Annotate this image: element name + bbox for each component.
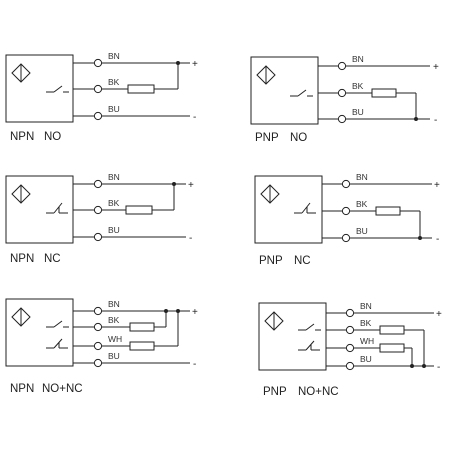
- nc-switch-icon: [46, 202, 68, 214]
- circuit-type-label: PNP: [263, 386, 287, 398]
- circuit-npn-no-nc: BN BK WH BU + -: [5, 298, 198, 395]
- sensor-body: [250, 56, 319, 125]
- wire-black: BK: [73, 182, 176, 215]
- wire-black: BK: [322, 199, 422, 240]
- wire-label-bn: BN: [360, 301, 372, 311]
- wire-label-bk: BK: [108, 315, 120, 325]
- sensor-symbol-icon: [11, 184, 31, 204]
- sensor-body: [5, 175, 74, 244]
- sensor-body: [254, 175, 323, 244]
- wire-label-wh: WH: [108, 334, 122, 344]
- wire-blue: BU: [322, 226, 432, 243]
- wire-black: BK: [318, 81, 418, 121]
- wire-brown: BN: [73, 172, 186, 189]
- wire-label-bk: BK: [108, 198, 120, 208]
- sensor-symbol-icon: [260, 184, 280, 204]
- nc-switch-icon: [46, 338, 68, 349]
- circuit-mode-label: NO: [44, 131, 61, 143]
- wire-label-bu: BU: [108, 225, 120, 235]
- wire-black: BK: [326, 318, 426, 368]
- wire-brown: BN: [73, 51, 190, 68]
- wire-brown: BN: [318, 54, 430, 71]
- no-switch-icon: [46, 85, 69, 93]
- wire-brown: BN: [73, 299, 190, 316]
- wire-label-bn: BN: [108, 51, 120, 61]
- sensor-body: [5, 54, 74, 123]
- negative-sign: -: [193, 112, 196, 123]
- wire-black: BK: [73, 61, 180, 94]
- load-resistor: [129, 322, 155, 332]
- circuit-type-label: NPN: [10, 131, 34, 143]
- circuit-pnp-no: BN BK BU + - PNP NO: [250, 54, 439, 144]
- load-resistor: [371, 88, 397, 98]
- wire-white: WH: [73, 309, 180, 351]
- positive-sign: +: [433, 62, 439, 73]
- circuit-pnp-no-nc: BN BK WH BU + -: [258, 301, 442, 398]
- circuit-type-label: NPN: [10, 253, 34, 265]
- wire-label-bk: BK: [356, 199, 368, 209]
- sensor-symbol-icon: [11, 63, 31, 83]
- no-switch-icon: [46, 320, 69, 328]
- wire-brown: BN: [322, 172, 432, 189]
- circuit-mode-label: NC: [294, 255, 311, 267]
- load-resistor: [375, 206, 401, 216]
- wire-label-bn: BN: [356, 172, 368, 182]
- circuit-mode-label: NO: [290, 132, 307, 144]
- load-resistor: [125, 205, 153, 215]
- load-resistor: [129, 341, 155, 351]
- wire-label-bu: BU: [360, 354, 372, 364]
- wire-label-bn: BN: [108, 299, 120, 309]
- wire-blue: BU: [73, 225, 186, 242]
- negative-sign: -: [437, 362, 440, 373]
- wire-white: WH: [326, 336, 414, 368]
- positive-sign: +: [188, 180, 194, 191]
- wire-label-bu: BU: [356, 226, 368, 236]
- wire-blue: BU: [73, 351, 190, 368]
- circuit-pnp-nc: BN BK BU + - PNP NC: [254, 172, 440, 267]
- circuit-type-label: PNP: [259, 255, 283, 267]
- wire-label-bn: BN: [352, 54, 364, 64]
- circuit-mode-label: NC: [44, 253, 61, 265]
- sensor-body: [258, 302, 327, 371]
- wire-label-bk: BK: [360, 318, 372, 328]
- circuit-mode-label: NO+NC: [298, 386, 339, 398]
- circuit-type-label: PNP: [255, 132, 279, 144]
- wire-blue: BU: [326, 354, 434, 371]
- wire-label-bu: BU: [352, 107, 364, 117]
- wire-label-bk: BK: [352, 81, 364, 91]
- negative-sign: -: [189, 233, 192, 244]
- circuit-npn-no: BN BK BU + - NPN NO: [5, 51, 198, 143]
- circuit-mode-label: NO+NC: [42, 383, 83, 395]
- wire-label-bn: BN: [108, 172, 120, 182]
- sensor-symbol-icon: [264, 311, 284, 331]
- load-resistor: [379, 325, 405, 335]
- wire-label-bk: BK: [108, 77, 120, 87]
- load-resistor: [379, 343, 405, 353]
- negative-sign: -: [193, 359, 196, 370]
- sensor-body: [5, 298, 74, 367]
- positive-sign: +: [192, 59, 198, 70]
- no-switch-icon: [290, 89, 313, 97]
- wire-label-bu: BU: [108, 104, 120, 114]
- positive-sign: +: [436, 309, 442, 320]
- load-resistor: [127, 84, 155, 94]
- circuit-type-label: NPN: [10, 383, 34, 395]
- wire-blue: BU: [73, 104, 190, 121]
- negative-sign: -: [434, 115, 437, 126]
- wire-label-bu: BU: [108, 351, 120, 361]
- sensor-symbol-icon: [11, 307, 31, 327]
- wire-black: BK: [73, 309, 168, 332]
- wire-blue: BU: [318, 107, 430, 124]
- circuit-npn-nc: BN BK BU + - NPN NC: [5, 172, 194, 265]
- sensor-symbol-icon: [256, 65, 276, 85]
- wire-label-wh: WH: [360, 336, 374, 346]
- negative-sign: -: [436, 234, 439, 245]
- nc-switch-icon: [294, 202, 316, 214]
- positive-sign: +: [434, 180, 440, 191]
- no-switch-icon: [298, 323, 321, 331]
- nc-switch-icon: [298, 340, 320, 351]
- wire-brown: BN: [326, 301, 434, 318]
- positive-sign: +: [192, 307, 198, 318]
